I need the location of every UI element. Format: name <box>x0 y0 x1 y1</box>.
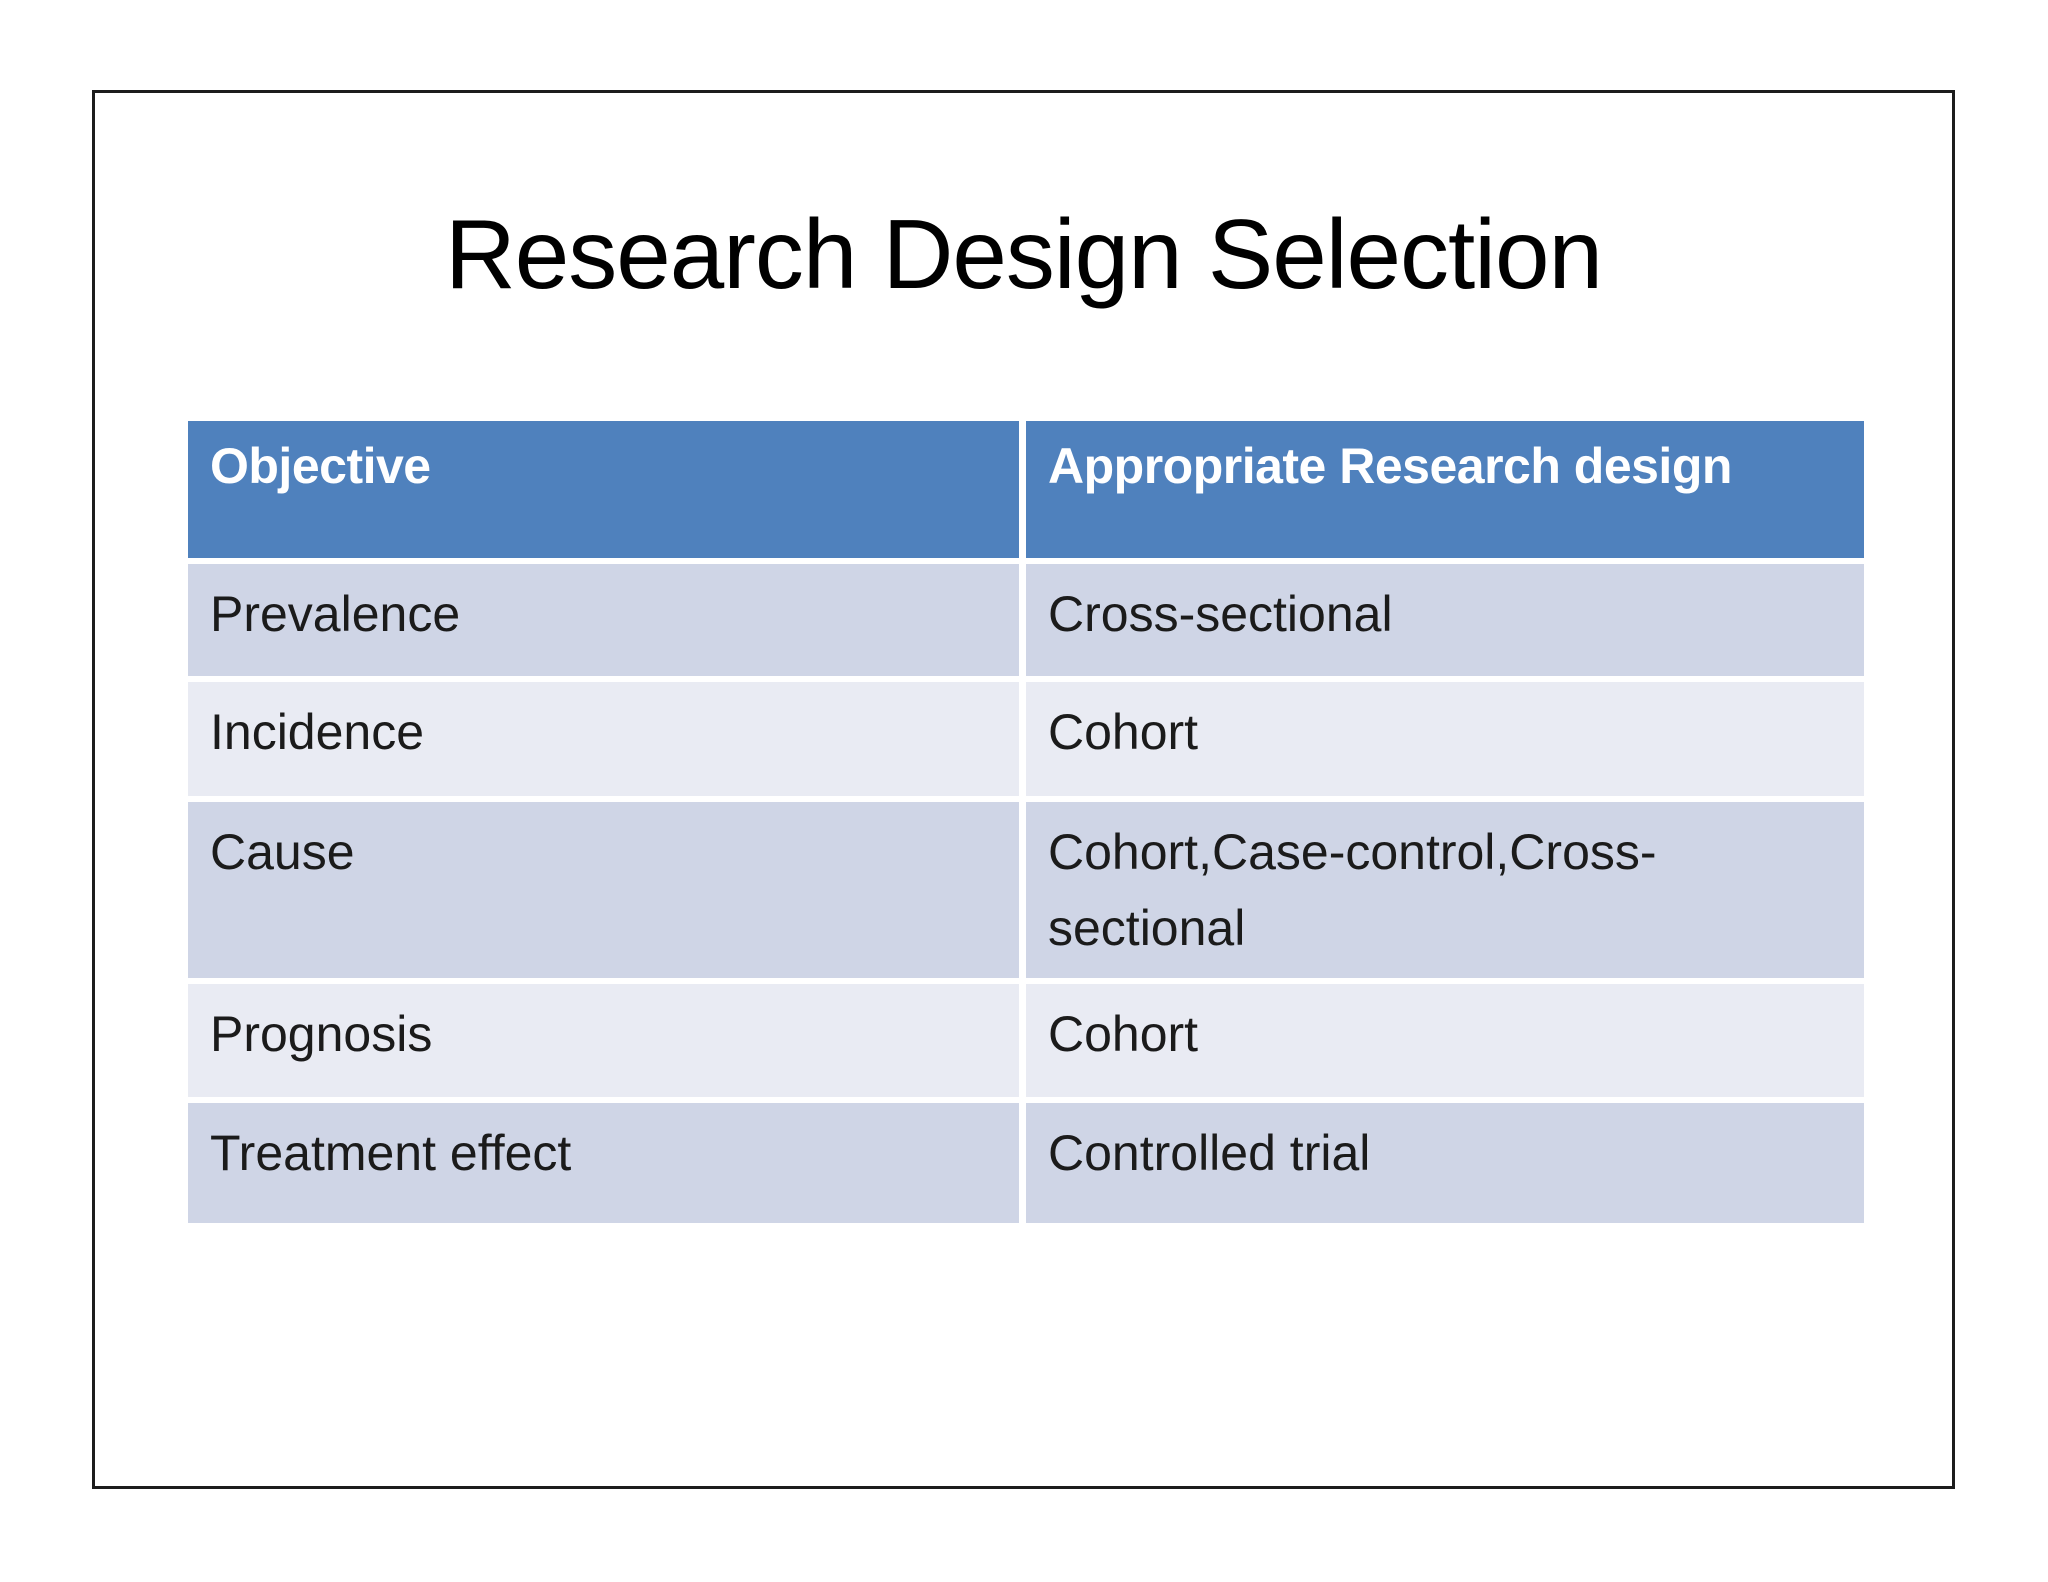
table-cell-design-incidence: Cohort <box>1026 682 1864 796</box>
column-header-design: Appropriate Research design <box>1026 421 1864 558</box>
column-header-objective: Objective <box>188 421 1019 558</box>
slide-title: Research Design Selection <box>444 199 1603 309</box>
table-cell-objective-prevalence: Prevalence <box>188 564 1019 676</box>
table-cell-objective-incidence: Incidence <box>188 682 1019 796</box>
table-cell-objective-prognosis: Prognosis <box>188 984 1019 1097</box>
table-cell-design-treatment-effect: Controlled trial <box>1026 1103 1864 1223</box>
table-cell-design-cause: Cohort,Case-control,Cross-sectional <box>1026 802 1864 978</box>
research-design-table: Objective Appropriate Research design Pr… <box>188 421 1864 1223</box>
table-cell-objective-cause: Cause <box>188 802 1019 978</box>
table-cell-design-prognosis: Cohort <box>1026 984 1864 1097</box>
table-cell-design-prevalence: Cross-sectional <box>1026 564 1864 676</box>
slide: Research Design Selection Objective Appr… <box>92 90 1955 1489</box>
table-cell-objective-treatment-effect: Treatment effect <box>188 1103 1019 1223</box>
